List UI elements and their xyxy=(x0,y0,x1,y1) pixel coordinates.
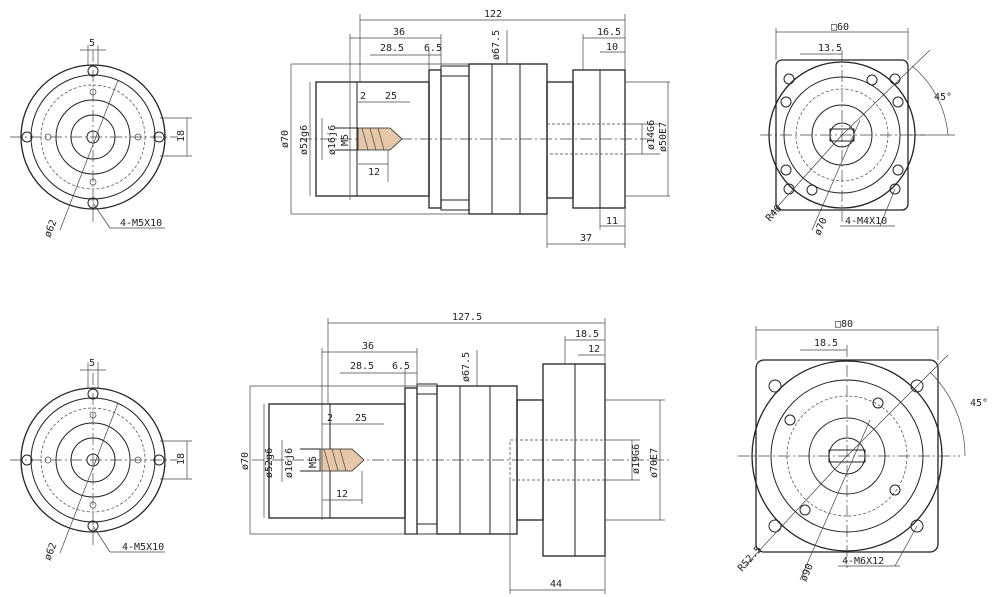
dim-18: 18 xyxy=(176,453,187,465)
dim-10: 10 xyxy=(606,42,618,53)
dim-127-5: 127.5 xyxy=(452,312,482,323)
dim-r52: R52.5 xyxy=(736,544,764,574)
dim-dia-70: ø70 xyxy=(240,452,251,470)
dim-5: 5 xyxy=(89,358,95,369)
dim-12b: 12 xyxy=(336,489,348,500)
dim-dia-16: ø16j6 xyxy=(327,125,338,155)
dim-dia-16: ø16j6 xyxy=(284,448,295,478)
dim-m5: M5 xyxy=(308,456,319,468)
dim-11: 11 xyxy=(606,216,618,227)
dim-36: 36 xyxy=(362,341,374,352)
dim-dia-70: ø70 xyxy=(813,216,830,237)
dim-5: 5 xyxy=(89,38,95,49)
dim-6-5: 6.5 xyxy=(424,43,442,54)
dim-28-5: 28.5 xyxy=(350,361,374,372)
top-side-view: 122 36 28.5 6.5 ø67.5 16.5 10 ø70 ø52g6 … xyxy=(280,9,670,248)
front-mount-holes xyxy=(21,388,165,532)
front-mount-holes xyxy=(21,65,165,209)
dim-dia-70: ø70 xyxy=(280,130,291,148)
dim-16-5: 16.5 xyxy=(597,27,621,38)
bottom-front-view: 5 18 ø62 4-M5X10 xyxy=(10,358,192,562)
dim-67-5: ø67.5 xyxy=(491,30,502,60)
dim-28-5: 28.5 xyxy=(380,43,404,54)
dim-r40: R40 xyxy=(764,203,784,224)
dim-dia-62: ø62 xyxy=(43,541,60,562)
top-front-view: 5 18 ø62 4-M5X10 xyxy=(10,38,192,239)
dim-2: 2 xyxy=(327,413,333,424)
dim-12: 12 xyxy=(588,344,600,355)
dim-m5: M5 xyxy=(340,134,351,146)
bottom-side-view: 127.5 36 28.5 6.5 ø67.5 18.5 12 ø70 ø52g… xyxy=(240,312,670,594)
dim-holes: 4-M5X10 xyxy=(120,218,162,229)
dim-12: 12 xyxy=(368,167,380,178)
dim-dia-50: ø50E7 xyxy=(658,122,669,152)
dim-18-5: 18.5 xyxy=(814,338,838,349)
top-output-view: □60 13.5 45° R40 ø70 4-M4X10 xyxy=(760,22,955,237)
bottom-output-view: □80 18.5 45° R52.5 ø90 4-M6X12 xyxy=(736,319,988,583)
dim-holes: 4-M5X10 xyxy=(122,542,164,553)
dim-square: □60 xyxy=(831,22,849,33)
dim-holes: 4-M6X12 xyxy=(842,556,884,567)
dim-13-5: 13.5 xyxy=(818,43,842,54)
dim-18-5: 18.5 xyxy=(575,329,599,340)
input-bore-section xyxy=(357,127,403,151)
dim-25: 25 xyxy=(355,413,367,424)
input-bore-section xyxy=(319,448,365,472)
dim-45: 45° xyxy=(934,92,952,103)
dim-67-5: ø67.5 xyxy=(461,352,472,382)
dim-dia-52: ø52g6 xyxy=(299,125,310,155)
dim-holes: 4-M4X10 xyxy=(845,216,887,227)
dim-25: 25 xyxy=(385,91,397,102)
dim-dia-52: ø52g6 xyxy=(264,448,275,478)
dim-36: 36 xyxy=(393,27,405,38)
dim-18: 18 xyxy=(176,130,187,142)
dim-6-5: 6.5 xyxy=(392,361,410,372)
dim-122: 122 xyxy=(484,9,502,20)
dim-dia-14: ø14G6 xyxy=(646,120,657,150)
dim-37: 37 xyxy=(580,233,592,244)
dim-square: □80 xyxy=(835,319,853,330)
dim-2: 2 xyxy=(360,91,366,102)
dim-dia-62: ø62 xyxy=(43,218,60,239)
dim-dia-19: ø19G6 xyxy=(631,444,642,474)
dim-dia-70e: ø70E7 xyxy=(649,448,660,478)
dim-44: 44 xyxy=(550,579,562,590)
dim-dia-90: ø90 xyxy=(799,562,816,583)
dim-45: 45° xyxy=(970,398,988,409)
output-mount-holes xyxy=(768,379,924,533)
